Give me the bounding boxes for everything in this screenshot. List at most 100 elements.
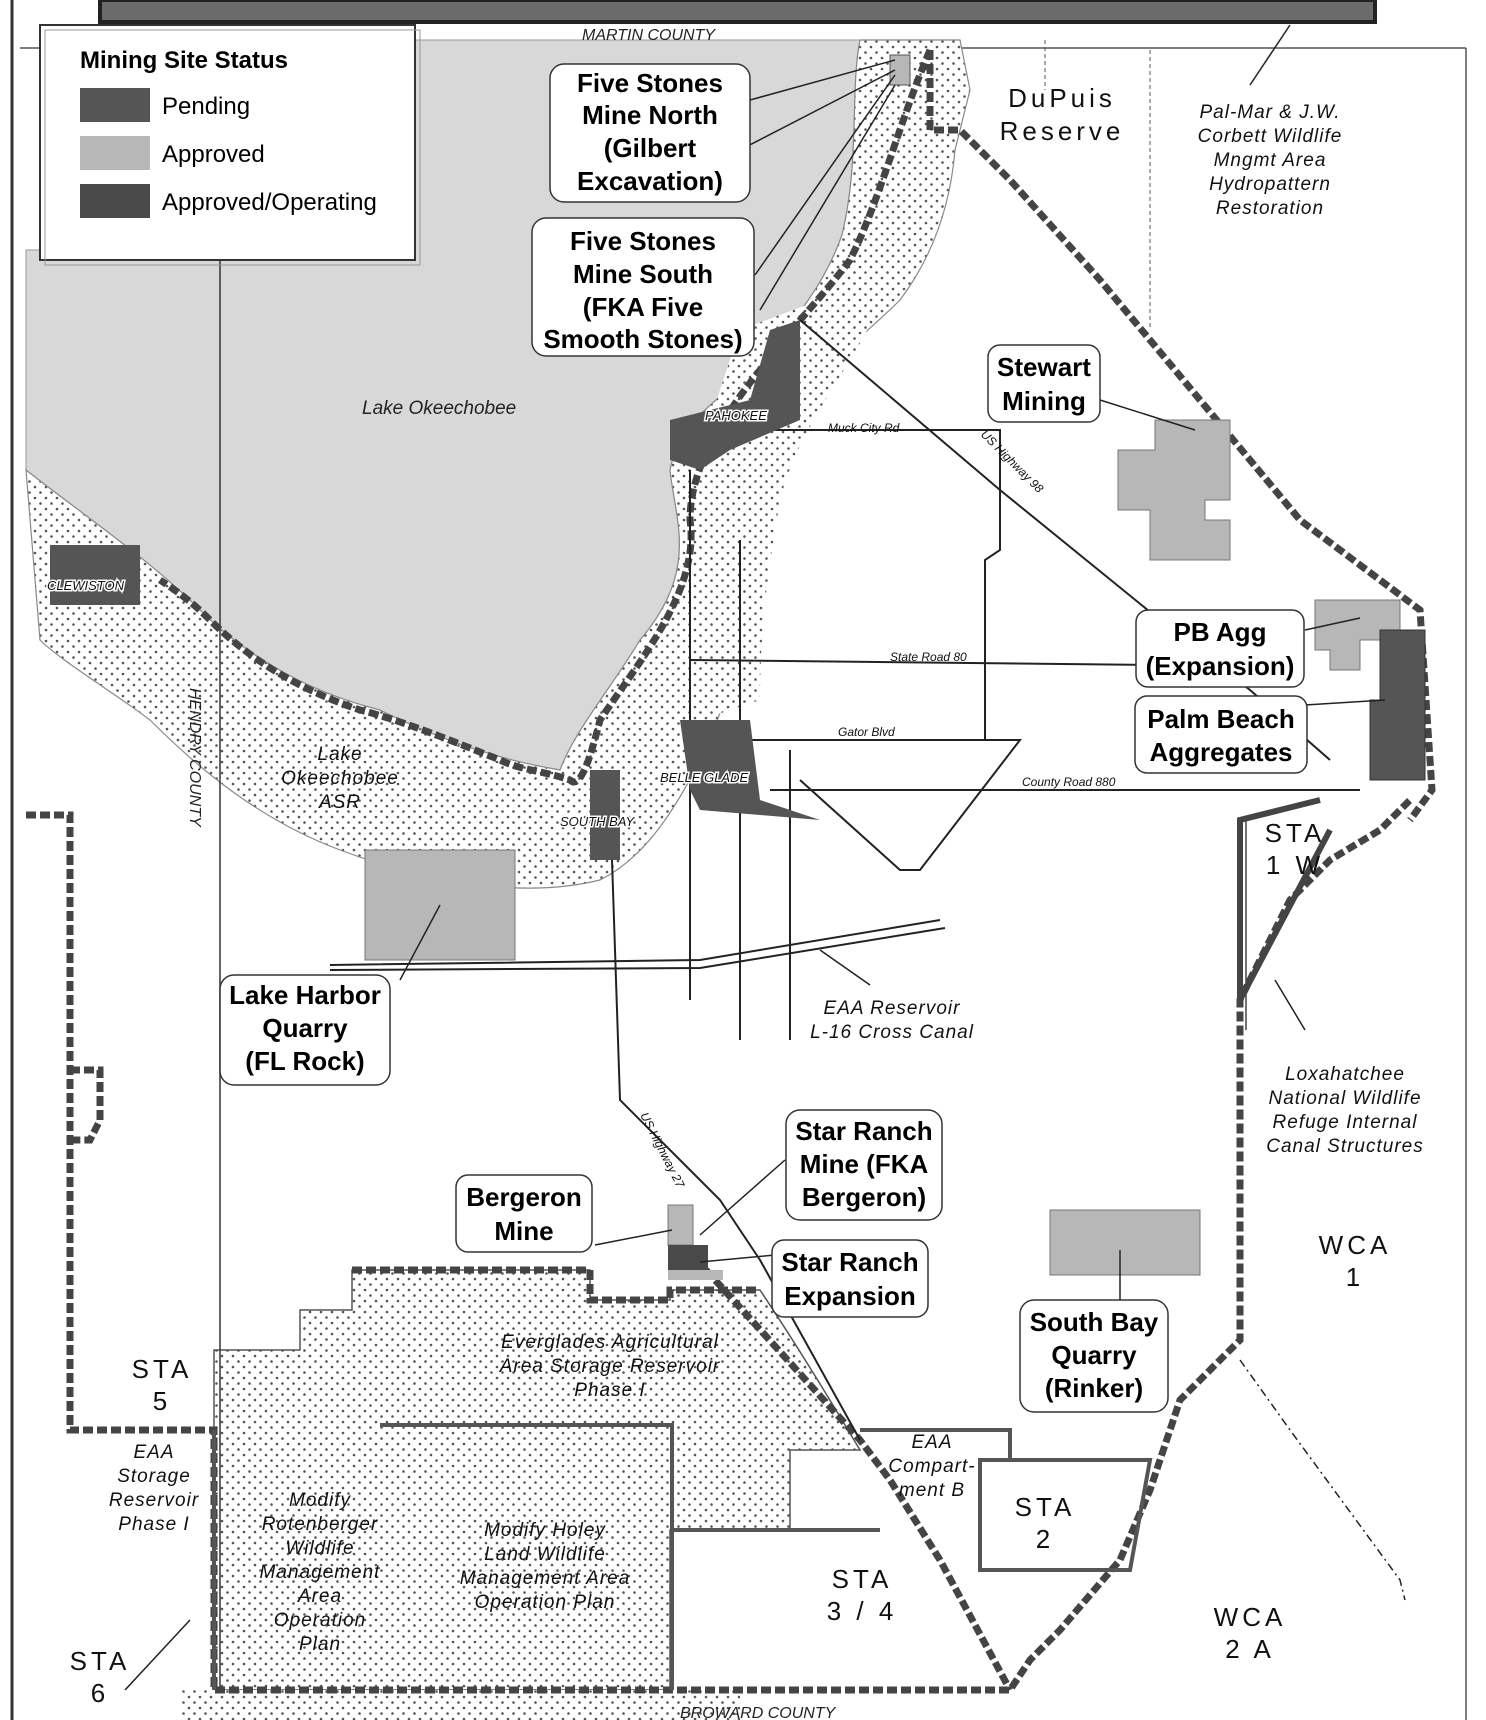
- svg-text:South Bay: South Bay: [1030, 1307, 1159, 1337]
- bergeron-mine-site: [667, 1204, 694, 1246]
- svg-text:ASR: ASR: [318, 792, 361, 813]
- stewart-mining-site: [1117, 419, 1231, 561]
- svg-text:Mine (FKA: Mine (FKA: [800, 1149, 929, 1179]
- road-muck-city: Muck City Rd: [828, 421, 900, 435]
- callout-bergeron-mine: Bergeron Mine: [455, 1174, 593, 1253]
- area-dupuis-reserve: DuPuis Reserve: [1000, 83, 1125, 146]
- svg-text:EAA: EAA: [133, 1442, 174, 1463]
- svg-text:1 W: 1 W: [1266, 850, 1324, 880]
- svg-text:Modify: Modify: [289, 1490, 351, 1511]
- svg-text:Management Area: Management Area: [460, 1568, 631, 1589]
- south-bay-town-area: [590, 770, 620, 860]
- svg-text:Hydropattern: Hydropattern: [1209, 174, 1331, 195]
- svg-text:Land Wildlife: Land Wildlife: [484, 1544, 606, 1565]
- svg-text:Plan: Plan: [299, 1634, 341, 1655]
- svg-text:Aggregates: Aggregates: [1149, 737, 1292, 767]
- south-bay-quarry-site: [1049, 1209, 1201, 1276]
- svg-text:Five Stones: Five Stones: [570, 226, 716, 256]
- svg-text:Compart-: Compart-: [888, 1456, 975, 1477]
- svg-text:Canal Structures: Canal Structures: [1266, 1136, 1424, 1157]
- svg-text:EAA Reservoir: EAA Reservoir: [824, 998, 961, 1019]
- road-gator: Gator Blvd: [838, 725, 895, 739]
- callout-five-stones-north: Five Stones Mine North (Gilbert Excavati…: [549, 63, 751, 203]
- svg-text:(Gilbert: (Gilbert: [604, 133, 697, 163]
- legend-label-approved: Approved: [162, 141, 265, 168]
- svg-text:Restoration: Restoration: [1216, 198, 1324, 219]
- area-holey-land: Modify Holey Land Wildlife Management Ar…: [460, 1520, 631, 1613]
- svg-text:Everglades Agricultural: Everglades Agricultural: [501, 1332, 719, 1353]
- svg-text:Operation: Operation: [274, 1610, 366, 1631]
- svg-text:STA: STA: [1265, 818, 1326, 848]
- svg-text:Reservoir: Reservoir: [109, 1490, 199, 1511]
- area-wca-1: WCA 1: [1319, 1230, 1392, 1292]
- svg-text:Bergeron): Bergeron): [802, 1182, 926, 1212]
- svg-text:Stewart: Stewart: [997, 352, 1091, 382]
- area-sta-2: STA 2: [1015, 1492, 1076, 1554]
- callout-star-ranch-mine: Star Ranch Mine (FKA Bergeron): [785, 1109, 943, 1221]
- svg-text:Operation Plan: Operation Plan: [475, 1592, 616, 1613]
- broward-dotted-strip: [180, 1690, 740, 1720]
- svg-text:Mine: Mine: [494, 1216, 553, 1246]
- svg-text:L-16 Cross Canal: L-16 Cross Canal: [810, 1022, 974, 1043]
- callout-lake-harbor-quarry: Lake Harbor Quarry (FL Rock): [219, 974, 391, 1086]
- town-belle-glade: BELLE GLADE: [660, 770, 748, 785]
- svg-text:Five Stones: Five Stones: [577, 68, 723, 98]
- svg-text:WCA: WCA: [1319, 1230, 1392, 1260]
- area-sta-6: STA 6: [70, 1646, 131, 1708]
- legend-swatch-operating: [80, 184, 150, 218]
- svg-text:EAA: EAA: [911, 1432, 952, 1453]
- svg-text:Lake Harbor: Lake Harbor: [229, 980, 381, 1010]
- svg-text:Quarry: Quarry: [1051, 1340, 1137, 1370]
- svg-text:ment B: ment B: [899, 1480, 965, 1501]
- svg-text:(Expansion): (Expansion): [1146, 651, 1295, 681]
- lake-okeechobee-label: Lake Okeechobee: [362, 398, 516, 419]
- svg-text:Mining: Mining: [1002, 386, 1086, 416]
- svg-text:Phase I: Phase I: [118, 1514, 189, 1535]
- legend-title: Mining Site Status: [80, 47, 288, 74]
- svg-text:Star Ranch: Star Ranch: [781, 1247, 918, 1277]
- svg-text:Smooth Stones): Smooth Stones): [543, 324, 742, 354]
- area-sta-1w: STA 1 W: [1265, 818, 1326, 880]
- svg-text:STA: STA: [1015, 1492, 1076, 1522]
- callout-five-stones-south: Five Stones Mine South (FKA Five Smooth …: [531, 217, 755, 357]
- pahokee-town-area: [670, 320, 800, 470]
- legend-swatch-approved: [80, 136, 150, 170]
- road-sr80: State Road 80: [890, 650, 967, 664]
- area-rotenberger: Modify Rotenberger Wildlife Management A…: [260, 1490, 380, 1655]
- muck-city-road-line: [700, 429, 1001, 740]
- county-label-broward: BROWARD COUNTY: [680, 1705, 837, 1720]
- callout-pb-agg: PB Agg (Expansion): [1135, 609, 1305, 688]
- svg-text:Refuge Internal: Refuge Internal: [1273, 1112, 1418, 1133]
- svg-text:STA: STA: [70, 1646, 131, 1676]
- area-eaa-l16-canal: EAA Reservoir L-16 Cross Canal: [810, 998, 974, 1043]
- svg-text:Quarry: Quarry: [262, 1013, 348, 1043]
- svg-text:DuPuis: DuPuis: [1008, 83, 1116, 113]
- svg-text:1: 1: [1346, 1262, 1364, 1292]
- callout-stewart-mining: Stewart Mining: [987, 344, 1101, 423]
- svg-text:Okeechobee: Okeechobee: [281, 768, 399, 789]
- svg-text:Lake: Lake: [317, 744, 362, 765]
- svg-text:Reserve: Reserve: [1000, 116, 1125, 146]
- area-wca-2a: WCA 2 A: [1214, 1602, 1287, 1664]
- svg-text:Area Storage Reservoir: Area Storage Reservoir: [499, 1356, 721, 1377]
- svg-text:(FL Rock): (FL Rock): [245, 1046, 364, 1076]
- callout-south-bay-quarry: South Bay Quarry (Rinker): [1019, 1299, 1169, 1413]
- belle-glade-town-area: [680, 720, 820, 820]
- star-ranch-expansion-site: [668, 1270, 723, 1280]
- clewiston-town-area: [50, 545, 140, 605]
- area-sta-3-4: STA 3 / 4: [827, 1564, 894, 1626]
- area-eaa-compartment-b: EAA Compart- ment B: [888, 1432, 975, 1501]
- svg-text:2: 2: [1036, 1524, 1054, 1554]
- svg-text:Palm Beach: Palm Beach: [1147, 704, 1294, 734]
- five-stones-site: [889, 54, 911, 86]
- star-ranch-mine-site: [668, 1245, 708, 1270]
- svg-text:National Wildlife: National Wildlife: [1268, 1088, 1421, 1109]
- svg-text:(FKA Five: (FKA Five: [583, 292, 703, 322]
- area-eaa-phase1: Everglades Agricultural Area Storage Res…: [499, 1332, 721, 1401]
- county-label-hendry: HENDRY COUNTY: [186, 688, 203, 828]
- svg-text:Mine South: Mine South: [573, 259, 713, 289]
- area-loxahatchee: Loxahatchee National Wildlife Refuge Int…: [1266, 1064, 1424, 1157]
- legend: Mining Site Status Pending Approved Appr…: [39, 24, 421, 266]
- svg-text:WCA: WCA: [1214, 1602, 1287, 1632]
- legend-label-operating: Approved/Operating: [162, 189, 377, 216]
